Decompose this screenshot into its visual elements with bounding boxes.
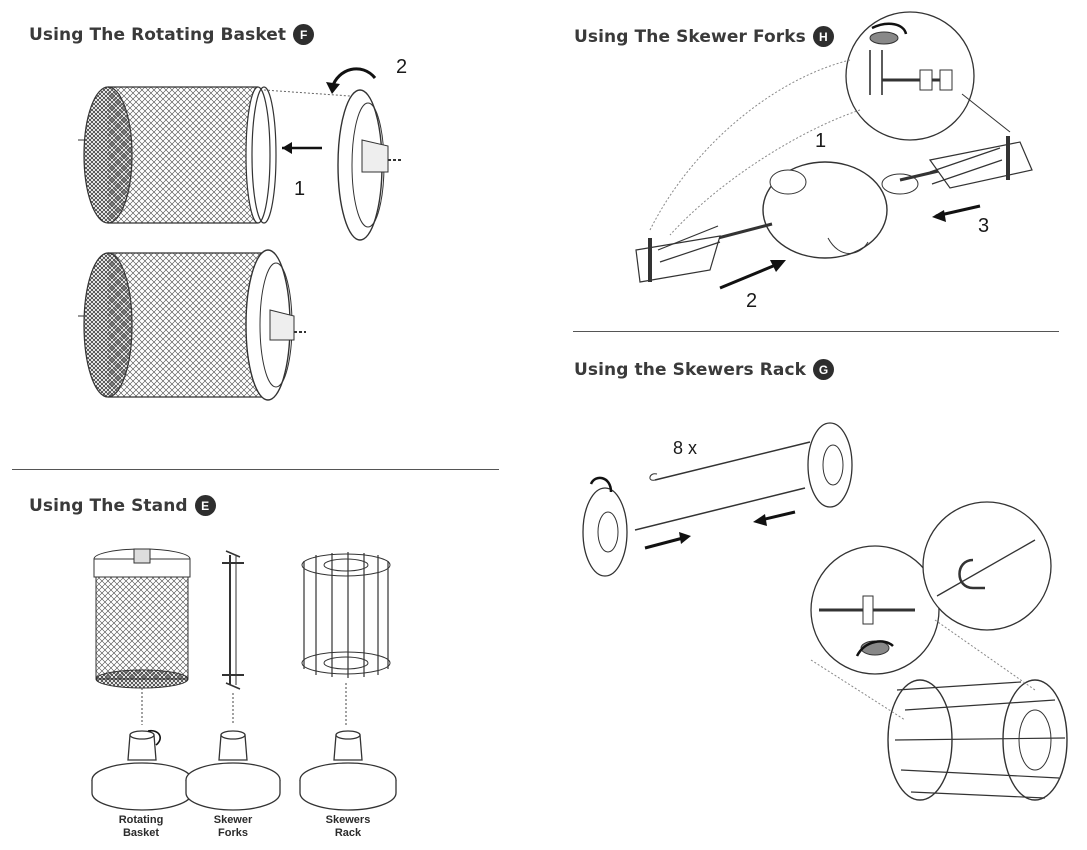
caption-text: Rotating Basket bbox=[118, 814, 164, 839]
section-badge-e: E bbox=[194, 495, 216, 516]
step-number: 1 bbox=[294, 178, 306, 200]
section-divider bbox=[573, 331, 1059, 332]
step-number: 3 bbox=[978, 215, 990, 237]
section-title-text: Using The Rotating Basket bbox=[29, 24, 287, 45]
caption-text: Skewer Forks bbox=[213, 814, 253, 839]
section-title-skewer-forks: Using The Skewer Forks H bbox=[574, 26, 834, 47]
section-title-rotating-basket: Using The Rotating Basket F bbox=[29, 24, 315, 45]
section-title-stand: Using The Stand E bbox=[29, 495, 216, 516]
skewers-rack-illustration bbox=[582, 422, 1068, 801]
section-divider bbox=[12, 469, 499, 470]
caption-skewers-rack: Skewers Rack bbox=[313, 814, 383, 840]
section-badge-h: H bbox=[812, 26, 834, 47]
section-title-text: Using the Skewers Rack bbox=[574, 359, 807, 380]
section-title-text: Using The Skewer Forks bbox=[574, 26, 806, 47]
caption-rotating-basket: Rotating Basket bbox=[106, 814, 176, 840]
section-badge-g: G bbox=[813, 359, 835, 380]
section-title-skewers-rack: Using the Skewers Rack G bbox=[574, 359, 835, 380]
stand-illustration bbox=[91, 548, 397, 811]
section-badge-f: F bbox=[293, 24, 315, 45]
section-title-text: Using The Stand bbox=[29, 495, 188, 516]
skewer-count-label: 8 x bbox=[673, 438, 698, 458]
rotating-basket-assembly-illustration bbox=[78, 67, 402, 401]
step-number: 2 bbox=[396, 56, 408, 78]
caption-text: Skewers Rack bbox=[325, 814, 371, 839]
caption-skewer-forks: Skewer Forks bbox=[198, 814, 268, 840]
step-number: 2 bbox=[746, 290, 758, 312]
step-number: 1 bbox=[815, 130, 827, 152]
skewer-forks-illustration bbox=[635, 11, 1033, 290]
